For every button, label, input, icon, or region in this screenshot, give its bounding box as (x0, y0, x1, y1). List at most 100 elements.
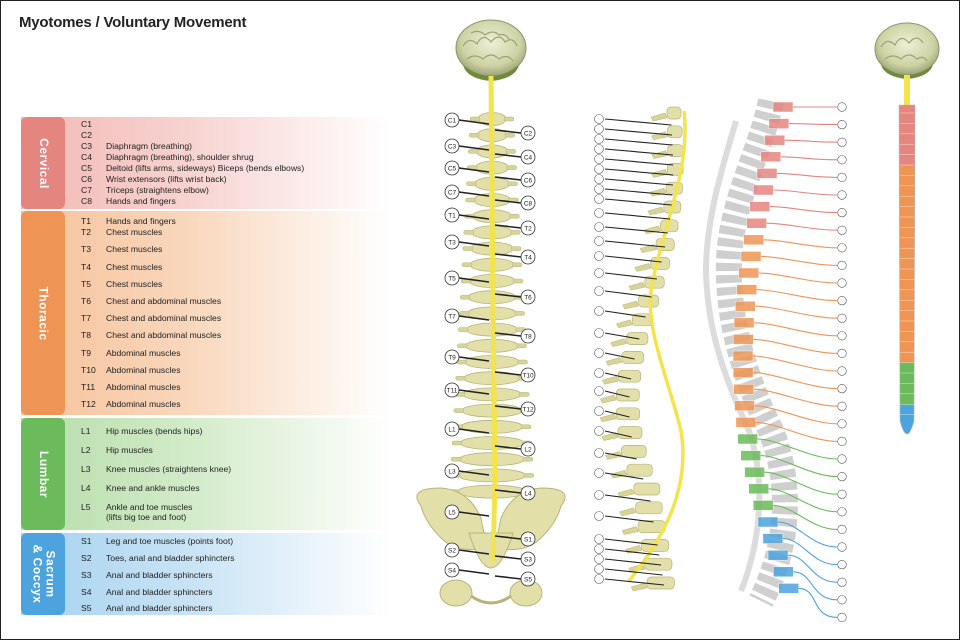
leader-line (604, 158, 674, 166)
myotome-code: T4 (81, 262, 92, 272)
vertebra-side (646, 576, 675, 590)
myotome-code: T5 (81, 279, 92, 289)
spinous-process (605, 357, 623, 366)
level-label: C6 (524, 177, 533, 184)
label-circle (594, 236, 604, 246)
transverse-process (462, 246, 474, 251)
spinal-cord-side (627, 110, 687, 583)
label-circle (837, 260, 847, 271)
label-circle (594, 164, 604, 174)
level-label: S4 (448, 567, 456, 574)
myotome-code: L4 (81, 483, 91, 493)
nerve-root-line (780, 156, 838, 161)
transverse-process (458, 327, 469, 332)
transverse-process (507, 181, 518, 187)
spinous-process (647, 206, 665, 216)
nerve-root-line (788, 554, 838, 583)
leader-line (604, 390, 630, 398)
spinous-process (650, 112, 668, 122)
nerve-root-line (757, 438, 838, 460)
myotome-text: Abdominal muscles (106, 348, 181, 358)
transverse-process (461, 262, 473, 268)
myotome-code: S1 (81, 536, 92, 546)
myotome-text: Chest muscles (106, 279, 163, 289)
nerve-root-line (793, 571, 838, 601)
leader-line (604, 538, 658, 546)
nerve-root-line (773, 189, 838, 196)
label-circle (837, 208, 847, 218)
leader-line (604, 128, 673, 136)
label-circle (444, 138, 460, 154)
label-circle (594, 208, 604, 218)
vertebra-side (615, 407, 641, 421)
label-circle (520, 289, 536, 305)
myotome-text: Chest and abdominal muscles (106, 296, 222, 306)
leader-line (494, 153, 522, 158)
spinous-process (610, 338, 628, 347)
leader-line (604, 332, 640, 340)
myotome-code: C5 (81, 163, 92, 173)
label-circle (837, 331, 847, 341)
leader-line (604, 452, 637, 460)
transverse-process (451, 440, 463, 446)
spinous-process (649, 187, 667, 197)
leader-line (604, 352, 635, 360)
myotome-code: T9 (81, 348, 92, 358)
myotome-code: L5 (81, 502, 91, 512)
myotome-code: T1 (81, 216, 92, 226)
vertebra-side (667, 125, 683, 139)
myotome-text: Triceps (straightens elbow) (106, 185, 209, 195)
label-circle (837, 454, 847, 464)
level-label: C7 (448, 189, 457, 196)
spinous-process (617, 488, 635, 498)
level-label: T12 (522, 406, 534, 413)
colored-vertebra-column (732, 101, 799, 594)
transverse-process (504, 132, 516, 138)
leader-line (458, 511, 490, 517)
label-circle (594, 194, 604, 204)
myotome-text: Chest muscles (106, 227, 163, 237)
myotome-code: L2 (81, 445, 91, 455)
label-circle (837, 401, 847, 411)
label-circle (594, 184, 604, 194)
transverse-process (517, 359, 528, 365)
myotome-code: T12 (81, 399, 96, 409)
leader-line (494, 445, 522, 450)
myotome-code: L3 (81, 464, 91, 474)
nerve-root-line (753, 338, 838, 354)
band-cervical (21, 117, 391, 209)
label-circle (520, 172, 536, 188)
transverse-process (450, 456, 462, 462)
segment-block (753, 184, 774, 196)
spinous-process (639, 244, 657, 253)
segment-block (768, 118, 790, 129)
leader-line (458, 470, 490, 476)
transverse-process (467, 149, 479, 154)
myotome-code: C2 (81, 130, 92, 140)
segment-block (743, 234, 764, 246)
label-circle (520, 149, 536, 165)
label-circle (837, 595, 847, 605)
nerve-root-line (753, 372, 838, 390)
segment-block (762, 533, 784, 544)
myotome-row: T5 Chest muscles (81, 279, 162, 289)
label-circle (837, 384, 847, 394)
segment-block (749, 201, 771, 212)
leader-line (458, 549, 490, 555)
transverse-process (469, 116, 481, 122)
myotome-row: C1 (81, 119, 106, 129)
spinous-process (621, 526, 639, 535)
vertebra-side (633, 482, 661, 496)
level-label: C3 (448, 143, 457, 150)
segment-block (773, 566, 794, 578)
vertebra-side (635, 501, 663, 515)
vertebra (457, 468, 527, 483)
side-vertebrae (599, 106, 684, 592)
spinal-canal-outline (715, 98, 798, 607)
level-label: T3 (448, 239, 456, 246)
vertebra-side (621, 351, 645, 364)
transverse-process (503, 116, 515, 122)
